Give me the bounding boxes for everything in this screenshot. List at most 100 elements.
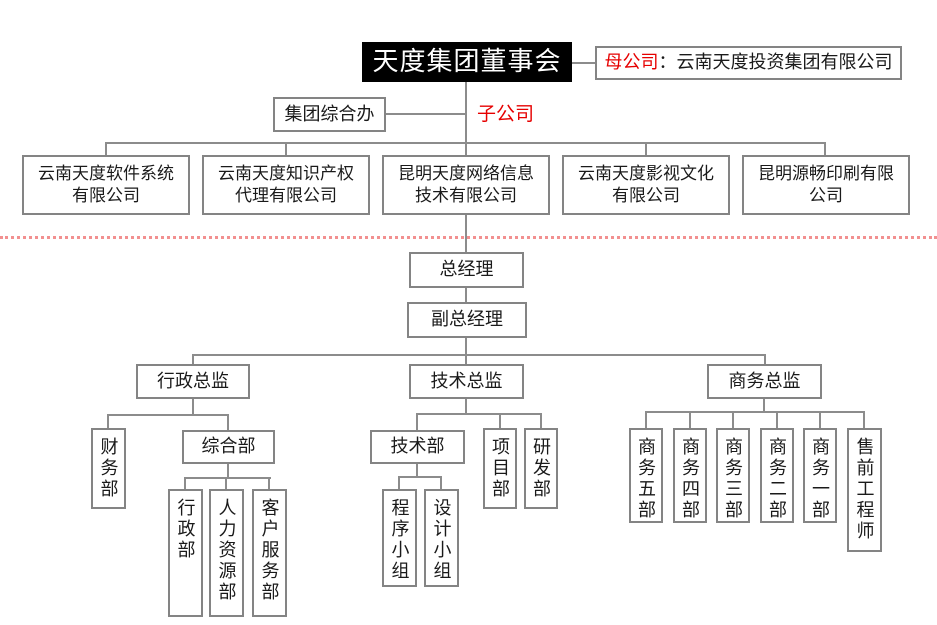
node-tech-dept: 技术部 — [370, 430, 465, 464]
connector-deputy-down — [465, 338, 467, 365]
connector-admin-span — [107, 414, 229, 416]
connector-stub-company-2 — [285, 142, 287, 155]
node-company-software: 云南天度软件系统 有限公司 — [22, 155, 190, 215]
dept-label: 行政部 — [175, 498, 196, 561]
company-label: 云南天度软件系统 有限公司 — [38, 163, 174, 205]
connector-stub-admin-dept — [184, 477, 186, 489]
node-presales-engineer: 售前工程师 — [847, 428, 882, 552]
group-office-label: 集团综合办 — [284, 103, 375, 124]
node-business-dept-1: 商务一部 — [803, 428, 837, 523]
connector-general-span — [184, 477, 271, 479]
company-label: 昆明天度网络信息 技术有限公司 — [398, 163, 534, 205]
node-business-dept-2: 商务二部 — [760, 428, 794, 523]
node-business-dept-4: 商务四部 — [673, 428, 707, 523]
connector-directors-span — [192, 354, 766, 356]
node-board-of-directors: 天度集团董事会 — [362, 42, 572, 82]
dept-label: 商务一部 — [810, 437, 830, 521]
node-business-dept-3: 商务三部 — [716, 428, 750, 523]
node-rnd-dept: 研发部 — [524, 428, 558, 509]
connector-stub-biz4 — [689, 411, 691, 428]
node-company-printing: 昆明源畅印刷有限 公司 — [742, 155, 910, 215]
connector-stub-tech-dept — [416, 413, 418, 430]
dept-label: 技术部 — [390, 436, 445, 457]
connector-stub-rnd-dept — [540, 413, 542, 428]
node-director-admin: 行政总监 — [136, 364, 250, 399]
connector-stub-biz3 — [732, 411, 734, 428]
node-general-affairs-dept: 综合部 — [182, 430, 275, 464]
dept-label: 商务四部 — [680, 437, 700, 521]
connector-stub-cs-dept — [268, 477, 270, 489]
connector-gm-deputy — [465, 288, 467, 302]
connector-business-down — [763, 399, 765, 412]
dept-label: 商务三部 — [723, 437, 743, 521]
connector-stub-biz2 — [776, 411, 778, 428]
node-design-team: 设计小组 — [424, 489, 459, 587]
connector-stub-program-team — [398, 476, 400, 489]
node-customer-service-dept: 客户服务部 — [252, 489, 287, 617]
node-admin-dept: 行政部 — [168, 489, 203, 617]
connector-general-down — [227, 463, 229, 478]
connector-business-span — [645, 411, 865, 413]
node-director-tech: 技术总监 — [409, 364, 524, 399]
connector-stub-company-5 — [824, 142, 826, 155]
connector-techdept-span — [398, 476, 442, 478]
connector-stub-biz5 — [645, 411, 647, 428]
parent-company-label: 母公司 — [604, 52, 659, 73]
node-director-business: 商务总监 — [707, 364, 822, 399]
connector-board-down — [465, 82, 467, 155]
dept-label: 综合部 — [201, 436, 256, 457]
node-general-manager: 总经理 — [409, 252, 524, 288]
node-business-dept-5: 商务五部 — [629, 428, 663, 523]
node-company-network: 昆明天度网络信息 技术有限公司 — [382, 155, 550, 215]
connector-stub-finance — [107, 414, 109, 428]
connector-stub-biz1 — [819, 411, 821, 428]
node-company-media: 云南天度影视文化 有限公司 — [562, 155, 730, 215]
director-label: 技术总监 — [430, 370, 503, 391]
board-label: 天度集团董事会 — [372, 46, 562, 77]
connector-stub-company-1 — [105, 142, 107, 155]
node-hr-dept: 人力资源部 — [209, 489, 244, 617]
dotted-divider-line — [0, 236, 937, 239]
dept-label: 财务部 — [98, 437, 119, 500]
node-project-dept: 项目部 — [483, 428, 517, 509]
connector-company3-gm — [465, 215, 467, 252]
connector-tech-span — [416, 413, 542, 415]
connector-stub-general — [227, 414, 229, 430]
connector-stub-project-dept — [499, 413, 501, 428]
team-label: 程序小组 — [389, 498, 410, 582]
connector-stub-presales — [863, 411, 865, 428]
deputy-gm-label: 副总经理 — [431, 309, 503, 330]
connector-tech-down — [465, 399, 467, 414]
node-parent-company: 母公司：云南天度投资集团有限公司 — [595, 46, 902, 80]
director-label: 行政总监 — [157, 370, 229, 391]
dept-label: 人力资源部 — [216, 498, 237, 603]
dept-label: 客户服务部 — [259, 498, 280, 603]
connector-stub-company-4 — [645, 142, 647, 155]
node-company-ip-agency: 云南天度知识产权 代理有限公司 — [202, 155, 370, 215]
connector-board-parent — [572, 62, 595, 64]
connector-stub-director-admin — [192, 354, 194, 365]
connector-stub-director-business — [764, 354, 766, 365]
connector-companies-span — [105, 142, 826, 144]
node-group-office: 集团综合办 — [273, 97, 386, 132]
company-label: 云南天度知识产权 代理有限公司 — [218, 163, 354, 205]
company-label: 云南天度影视文化 有限公司 — [578, 163, 714, 205]
node-deputy-general-manager: 副总经理 — [407, 302, 527, 338]
connector-stub-hr-dept — [225, 477, 227, 489]
connector-stub-design-team — [440, 476, 442, 489]
node-program-team: 程序小组 — [382, 489, 417, 587]
company-label: 昆明源畅印刷有限 公司 — [758, 163, 894, 205]
director-label: 商务总监 — [728, 370, 801, 391]
connector-techdept-down — [416, 463, 418, 477]
subsidiary-label: 子公司 — [477, 104, 535, 125]
dept-label: 商务五部 — [636, 437, 656, 521]
connector-admin-down — [192, 399, 194, 415]
connector-office-link — [386, 113, 466, 115]
dept-label: 商务二部 — [767, 437, 787, 521]
dept-label: 售前工程师 — [854, 437, 875, 542]
gm-label: 总经理 — [439, 259, 494, 280]
dept-label: 项目部 — [490, 437, 510, 500]
node-finance-dept: 财务部 — [91, 428, 126, 509]
team-label: 设计小组 — [431, 498, 452, 582]
